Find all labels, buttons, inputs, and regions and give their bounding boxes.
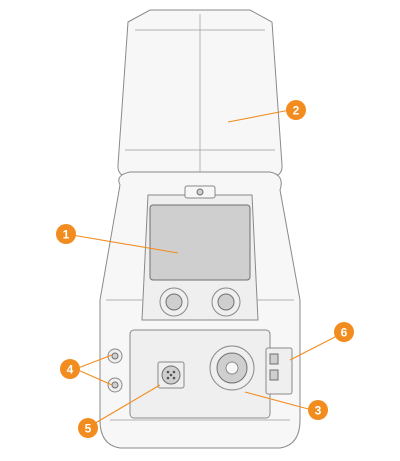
svg-text:3: 3 bbox=[315, 404, 322, 418]
leader-lines bbox=[71, 109, 338, 426]
leader-4b bbox=[77, 369, 113, 386]
callout-6: 6 bbox=[334, 322, 354, 342]
leader-5 bbox=[91, 384, 161, 426]
screen-compartment bbox=[141, 185, 259, 321]
multipin-connector bbox=[157, 361, 185, 389]
callout-1: 1 bbox=[56, 224, 76, 244]
callout-2: 2 bbox=[286, 100, 306, 120]
round-connector bbox=[209, 345, 255, 391]
side-latch bbox=[265, 347, 293, 395]
svg-text:6: 6 bbox=[341, 326, 348, 340]
svg-text:1: 1 bbox=[63, 228, 70, 242]
knobs bbox=[159, 287, 241, 317]
leader-4a bbox=[77, 354, 113, 369]
lid bbox=[117, 9, 283, 183]
leader-3 bbox=[244, 391, 313, 411]
svg-text:4: 4 bbox=[67, 363, 74, 377]
callout-3: 3 bbox=[308, 400, 328, 420]
leader-2 bbox=[227, 109, 291, 123]
callout-4: 4 bbox=[60, 359, 80, 379]
callout-5: 5 bbox=[78, 418, 98, 438]
leader-6 bbox=[289, 335, 338, 361]
svg-text:2: 2 bbox=[293, 104, 300, 118]
svg-text:5: 5 bbox=[85, 422, 92, 436]
leader-1 bbox=[71, 234, 179, 254]
